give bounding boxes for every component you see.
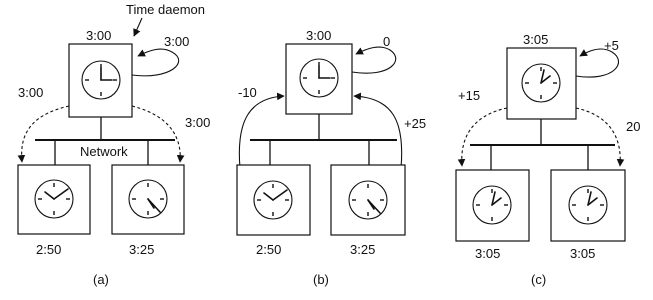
left-clock-icon <box>472 185 512 225</box>
right-machine-time: 3:25 <box>350 242 375 257</box>
left-time-broadcast-arrow <box>17 105 70 163</box>
left-arrow-label: 3:00 <box>18 85 43 100</box>
left-arrow-label: +15 <box>458 88 480 103</box>
network-label: Network <box>80 144 128 159</box>
master-time-label: 3:00 <box>86 28 111 43</box>
master-time-label: 3:05 <box>523 32 548 47</box>
master-loop-arrow <box>575 48 620 78</box>
time-daemon-label: Time daemon <box>126 2 205 17</box>
master-time-label: 3:00 <box>306 28 331 43</box>
right-arrow-label: +25 <box>404 116 426 131</box>
panel-c: 3:05 +5 +15 20 3: <box>455 32 640 287</box>
left-clock-icon <box>34 179 74 219</box>
loop-label: 0 <box>383 34 390 49</box>
right-time-broadcast-arrow <box>131 105 185 163</box>
master-clock-icon <box>521 63 561 103</box>
left-offset-reply-arrow <box>238 92 285 169</box>
left-arrow-label: -10 <box>238 85 257 100</box>
panel-b: 3:00 0 -10 +25 2: <box>236 28 426 287</box>
left-machine-time: 2:50 <box>256 242 281 257</box>
panel-caption: (b) <box>313 272 329 287</box>
panel-caption: (a) <box>93 272 109 287</box>
right-machine-time: 3:25 <box>129 242 154 257</box>
master-loop-arrow <box>351 46 397 74</box>
left-machine-time: 2:50 <box>36 242 61 257</box>
right-arrow-label: 3:00 <box>185 115 210 130</box>
right-arrow-label: 20 <box>626 119 640 134</box>
right-clock-icon <box>568 185 608 225</box>
left-machine-time: 3:05 <box>475 246 500 261</box>
right-clock-icon <box>128 179 168 219</box>
master-loop-arrow <box>131 48 180 77</box>
panel-a: 3:00 3:00 Network 3:00 3:00 <box>17 28 210 287</box>
right-clock-icon <box>348 180 388 220</box>
left-adjust-arrow <box>457 107 508 167</box>
loop-label: +5 <box>604 38 619 53</box>
right-machine-time: 3:05 <box>570 246 595 261</box>
master-clock-icon <box>299 58 339 98</box>
panel-caption: (c) <box>531 272 546 287</box>
right-offset-reply-arrow <box>353 92 403 169</box>
right-adjust-arrow <box>575 107 625 167</box>
master-clock-icon <box>81 60 121 100</box>
left-clock-icon <box>253 180 293 220</box>
loop-label: 3:00 <box>164 34 189 49</box>
time-daemon-pointer-arrow <box>133 17 143 37</box>
